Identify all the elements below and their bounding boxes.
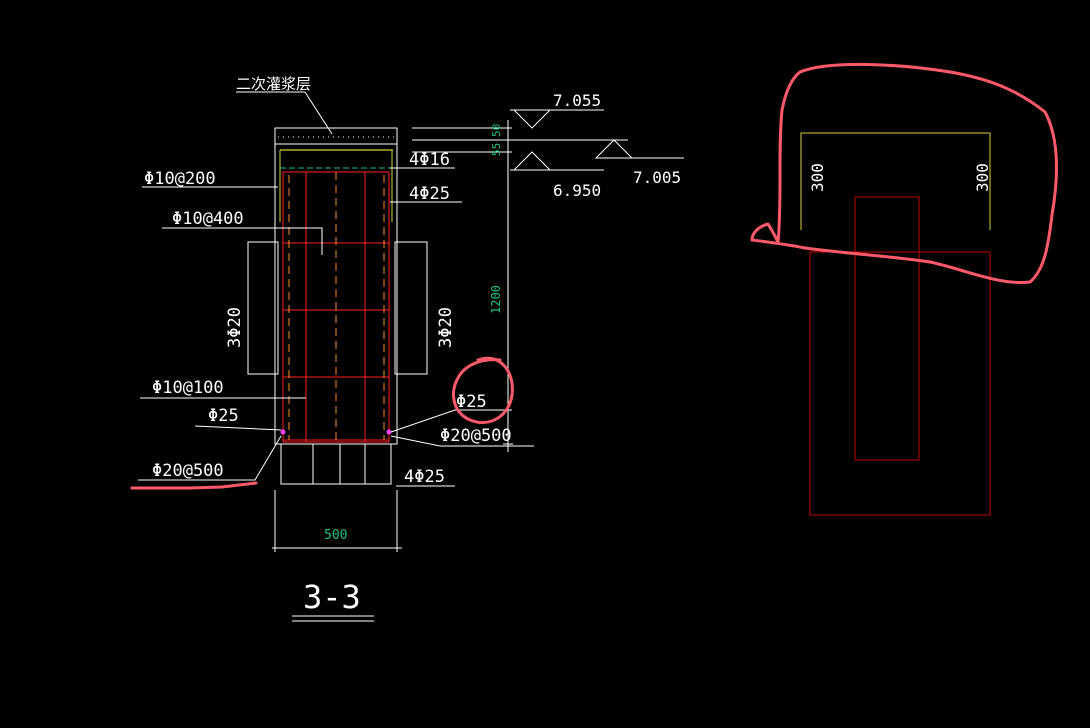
highlight-annotations — [130, 62, 1058, 490]
right-flange — [394, 241, 428, 375]
yellow-cap — [800, 132, 991, 230]
label-phi10-100: Φ10@100 — [152, 378, 224, 398]
dim-top-b: 55 — [490, 143, 503, 156]
label-3phi20-right: 3Φ20 — [436, 307, 456, 348]
detail-dim-left: 300 — [808, 163, 827, 192]
label-phi25-right: Φ25 — [456, 392, 487, 412]
label-phi20-500-left: Φ20@500 — [152, 461, 224, 481]
detail-plan: 300 300 — [800, 132, 992, 516]
highlight-underline — [130, 481, 258, 490]
label-4phi25-top: 4Φ25 — [409, 184, 450, 204]
section-3-3: 二次灌浆层 4Φ16 4Φ25 Φ10@200 Φ10@400 3Φ20 3Φ2… — [138, 75, 684, 622]
label-3phi20-left: 3Φ20 — [225, 307, 245, 348]
label-phi10-400: Φ10@400 — [172, 209, 244, 229]
base-block — [280, 443, 392, 485]
dim-top-a: 50 — [490, 124, 503, 137]
elevation-bottom: 6.950 — [553, 181, 601, 200]
grout-layer — [274, 127, 398, 145]
left-flange — [247, 241, 279, 375]
highlight-cloud-detail — [750, 62, 1058, 285]
inner-red-frame — [854, 196, 920, 461]
highlight-circle-phi25 — [452, 356, 514, 424]
dim-height: 1200 — [489, 285, 503, 314]
label-4phi16: 4Φ16 — [409, 150, 450, 170]
section-title: 3-3 — [303, 578, 361, 616]
dim-width: 500 — [324, 528, 347, 543]
outer-red-frame — [809, 251, 991, 516]
detail-dim-right: 300 — [973, 163, 992, 192]
elevation-middle: 7.005 — [633, 168, 681, 187]
label-phi10-200: Φ10@200 — [144, 169, 216, 189]
grout-layer-label: 二次灌浆层 — [236, 75, 311, 93]
label-phi20-500-right: Φ20@500 — [440, 426, 512, 446]
label-4phi25-bottom: 4Φ25 — [404, 467, 445, 487]
label-phi25-left: Φ25 — [208, 406, 239, 426]
elevation-top: 7.055 — [553, 91, 601, 110]
